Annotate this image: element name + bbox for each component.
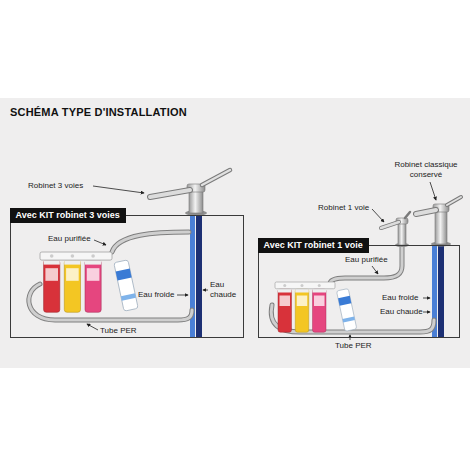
- callout-label: Robinet 1 voie: [318, 203, 369, 213]
- callout-label: Robinet classique conservé: [388, 160, 464, 180]
- cabinet-panel: Avec KIT robinet 3 voies: [10, 215, 244, 338]
- callout-label: Eau purifiée: [345, 255, 388, 265]
- panel-heading: Avec KIT robinet 3 voies: [10, 208, 126, 223]
- callout-label: Eau chaude: [210, 280, 240, 300]
- callout-label: Tube PER: [335, 341, 372, 351]
- callout-label: Eau chaude: [380, 307, 423, 317]
- diagram-title: SCHÉMA TYPE D'INSTALLATION: [10, 106, 187, 118]
- callout-label: Eau purifiée: [48, 234, 91, 244]
- callout-label: Tube PER: [100, 326, 137, 336]
- panel-heading: Avec KIT robinet 1 voie: [258, 238, 369, 253]
- callout-label: Eau froide: [382, 293, 418, 303]
- callout-label: Eau froide: [138, 290, 174, 300]
- callout-label: Robinet 3 voies: [28, 181, 83, 191]
